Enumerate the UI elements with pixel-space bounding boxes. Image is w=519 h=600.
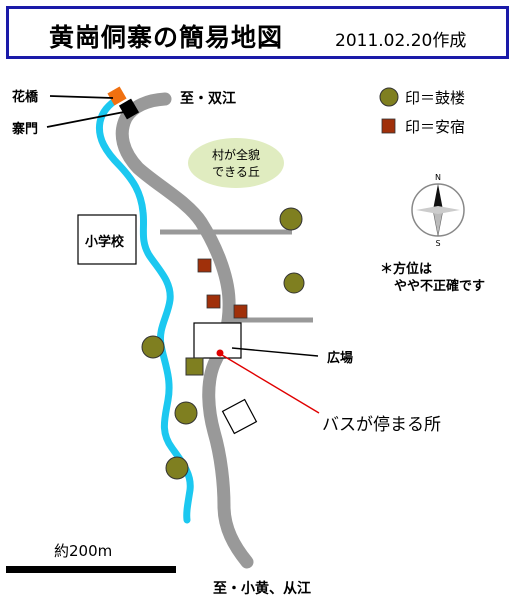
legend-drum-tower-icon [379, 87, 399, 107]
drum-tower-icon [174, 401, 198, 425]
hill [188, 138, 284, 188]
legend-drum-tower-label: 印＝鼓楼 [405, 89, 465, 107]
title-box: 黄崗侗寨の簡易地図 2011.02.20作成 [6, 6, 509, 59]
map-title: 黄崗侗寨の簡易地図 [49, 23, 284, 52]
compass-needle-north [433, 184, 443, 210]
bus-stop-marker [216, 349, 224, 357]
drum-tower-icon [283, 272, 305, 294]
drum-tower-icon [279, 207, 303, 231]
gate-label: 寨門 [11, 121, 38, 137]
drum-tower-icon [141, 335, 165, 359]
bridge-label: 花橋 [12, 89, 39, 105]
scale-label: 約200m [54, 542, 112, 560]
compass [411, 183, 465, 237]
compass-south-label: S [435, 239, 440, 248]
note-line2: やや不正確です [394, 278, 485, 294]
to-north-label: 至・双江 [180, 90, 236, 107]
note-line1: ＊方位は [380, 261, 432, 277]
inn-icon [197, 258, 212, 273]
square-area [193, 322, 242, 359]
gate-marker [118, 98, 140, 120]
scale-bar [6, 566, 176, 573]
square-label: 広場 [327, 350, 353, 366]
inn-icon [206, 294, 221, 309]
map-date: 2011.02.20作成 [335, 31, 467, 51]
inn-icon [233, 304, 248, 319]
bus-stop-leader [221, 354, 320, 414]
gate-leader [46, 111, 125, 128]
compass-north-label: N [435, 173, 441, 182]
drum-tower-icon [185, 357, 204, 376]
legend-inn-label: 印＝安宿 [405, 118, 465, 136]
main-road [115, 92, 254, 569]
bridge-leader [49, 95, 114, 99]
school-label: 小学校 [85, 234, 125, 250]
bus-stop-label: バスが停まる所 [322, 415, 441, 435]
drum-tower-icon [165, 456, 189, 480]
school-building [77, 214, 137, 265]
legend-inn-icon [381, 118, 396, 134]
bridge-marker [107, 86, 127, 106]
square-leader [231, 347, 319, 357]
compass-needle-west [416, 206, 438, 214]
hill-label-line1: 村が全貌 [212, 147, 260, 162]
to-south-label: 至・小黄、从江 [213, 580, 311, 597]
compass-needle-east [438, 206, 460, 214]
hill-label-line2: できる丘 [212, 165, 260, 179]
building [221, 398, 258, 435]
